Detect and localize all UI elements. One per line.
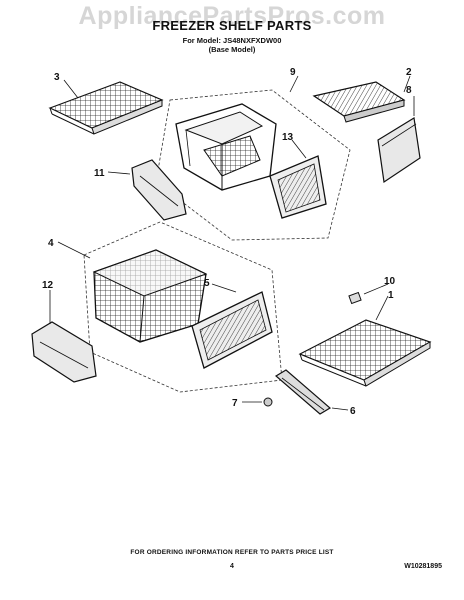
callout-7: 7 [232,398,238,409]
model-line: For Model: JS48NXFXDW00 [182,36,282,45]
callout-11: 11 [94,168,105,179]
callout-12: 12 [42,280,54,291]
callout-8: 8 [406,85,412,96]
page-title: FREEZER SHELF PARTS [152,18,312,33]
document-number: W10281895 [404,563,442,570]
base-model-label: (Base Model) [208,45,256,54]
shelf-stop-part [348,291,362,305]
watermark: AppliancePartsPros.com [78,2,386,30]
screw-part [263,397,273,407]
callout-9: 9 [290,67,296,78]
callout-2: 2 [406,67,412,78]
upper-freezer-basket-part [175,103,277,191]
callout-3: 3 [54,72,60,83]
wire-shelf-upper-part [48,81,164,135]
upper-basket-front-part [269,155,327,219]
ordering-note: FOR ORDERING INFORMATION REFER TO PARTS … [130,549,334,556]
shelf-bracket-part [131,159,187,221]
glass-shelf-part [312,81,406,123]
callout-1: 1 [388,290,394,301]
upper-basket-group-outline [155,89,351,241]
leader-lines [49,75,415,411]
callout-13: 13 [282,132,294,143]
wire-shelf-lower-part [298,319,432,387]
lower-wire-basket-part [92,249,208,343]
callout-6: 6 [350,406,356,417]
page-number: 4 [230,563,234,570]
callout-4: 4 [48,238,54,249]
callout-10: 10 [384,276,396,287]
callout-5: 5 [204,278,210,289]
lower-shelf-bracket-part [31,321,97,383]
lower-basket-front-part [191,291,273,369]
shelf-front-trim-part [377,117,421,184]
shelf-rail-part [274,369,332,415]
